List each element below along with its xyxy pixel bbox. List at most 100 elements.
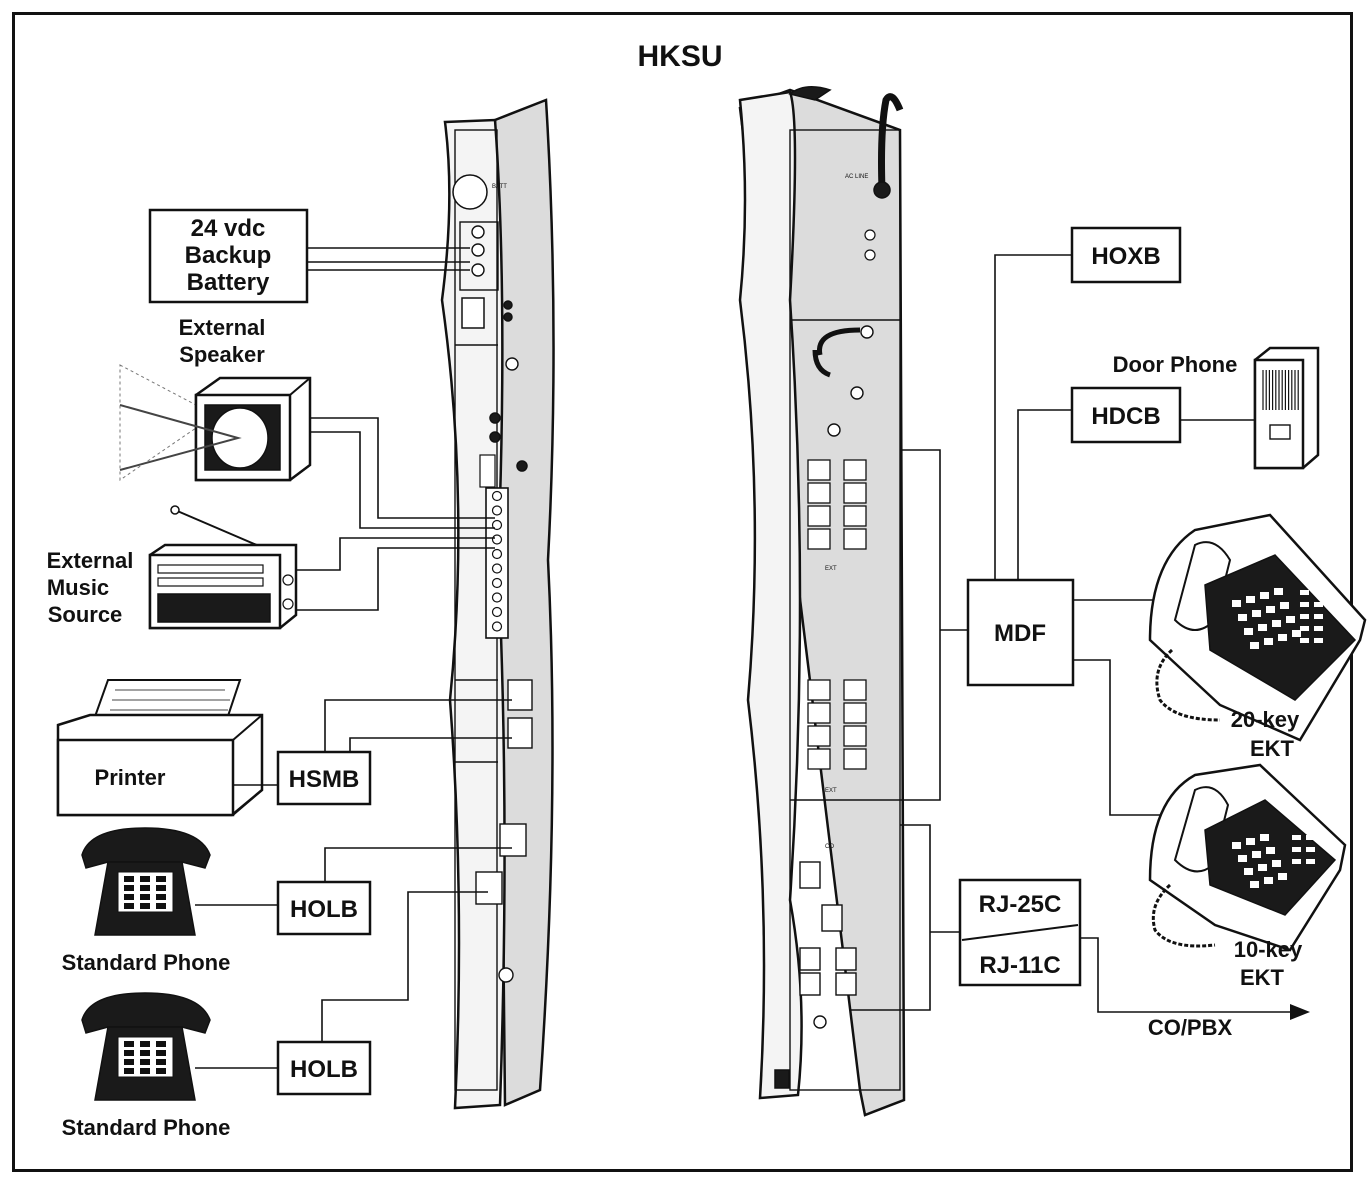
ekt-key [1250,642,1259,649]
ekt-key [1272,620,1281,627]
ekt-key [1300,602,1309,607]
ekt-10-key-icon [1148,763,1347,952]
hksu-rear-unit: AC LINE EXT EXT CO [738,86,906,1117]
svg-text:RJ-11C: RJ-11C [979,952,1060,979]
co-pbx-label: CO/PBX [1148,1015,1233,1040]
ekt-key [1306,847,1315,852]
svg-text:EXT: EXT [825,566,837,572]
ext-jack [843,459,867,481]
ekt-key [1292,630,1301,637]
external-speaker-label: External [179,315,266,340]
ext-jack [807,505,831,527]
ekt-key [1286,616,1295,623]
printer-icon [56,679,264,817]
phone-key [124,1050,134,1056]
external-music-label: External [47,548,134,573]
ext-jack [807,725,831,747]
ekt-key [1260,592,1269,599]
ekt-key [1292,847,1301,852]
external-music-label: Source [48,602,123,627]
speaker-icon [119,364,312,482]
phone-key [124,1068,134,1074]
phone-key [140,885,150,891]
diagram-border [12,12,1353,1172]
ekt-key [1266,847,1275,854]
ext-jack [807,482,831,504]
ekt-key [1278,634,1287,641]
modular-jack [507,717,533,749]
ekt-key [1300,626,1309,631]
ekt-key [1314,590,1323,595]
phone-key [156,1050,166,1056]
ext-jack [807,459,831,481]
ekt-key [1244,628,1253,635]
svg-text:MDF: MDF [994,620,1046,647]
terminal-strip [485,487,509,639]
phone-key [156,1059,166,1065]
ekt-key [1300,614,1309,619]
ekt-key [1250,881,1259,888]
phone-key [140,1050,150,1056]
ekt-key [1314,614,1323,619]
phone-key [156,1068,166,1074]
phone-key [140,1041,150,1047]
backup-battery-box: 24 vdc Backup Battery [148,208,309,304]
ekt-key [1300,638,1309,643]
ekt-key [1292,859,1301,864]
ekt-key [1238,614,1247,621]
terminal-screw [491,577,503,589]
ekt-key [1246,596,1255,603]
ekt-key [1232,600,1241,607]
hoxb-box [1070,226,1182,284]
hdcb-box [1070,386,1182,444]
terminal-screw [491,505,503,516]
ekt-key [1306,835,1315,840]
holb-box [276,1040,372,1096]
phone-key [124,885,134,891]
ekt-key [1300,590,1309,595]
phone-key [140,876,150,882]
ekt-10-key-label: EKT [1240,965,1285,990]
terminal-screw [491,606,503,618]
terminal-screw [491,621,503,632]
hksu-front-unit: BATT [440,98,555,1110]
rj-jack-box: RJ-25C RJ-11C [958,878,1082,987]
ekt-key [1258,864,1267,871]
ext-jack [807,702,831,724]
phone-key [124,1059,134,1065]
ekt-key [1264,638,1273,645]
ext-jack [843,725,867,747]
phone-key [140,1068,150,1074]
svg-text:BATT: BATT [492,184,507,190]
ext-jack [843,482,867,504]
ekt-key [1306,859,1315,864]
standard-phone-icon [81,992,211,1101]
ekt-key [1244,868,1253,875]
svg-text:HDCB: HDCB [1091,403,1160,430]
svg-text:Backup: Backup [185,242,272,269]
phone-key [156,1041,166,1047]
standard-phone-icon [81,827,211,936]
ekt-key [1314,626,1323,631]
svg-text:Battery: Battery [187,269,270,296]
modular-jack [507,679,533,711]
ekt-20-key-icon [1148,513,1367,742]
ext-jack [843,748,867,770]
diagram-title: HKSU [637,40,722,73]
svg-text:HSMB: HSMB [289,766,360,793]
ac-line-cord [878,93,904,191]
terminal-screw [491,534,503,545]
ekt-key [1260,834,1269,841]
external-speaker-label: Speaker [179,342,265,367]
svg-text:RJ-25C: RJ-25C [979,891,1062,918]
ekt-key [1252,610,1261,617]
ekt-key [1252,851,1261,858]
holb-box [276,880,372,936]
radio-icon [148,505,298,630]
power-switch-icon [461,297,485,329]
door-phone-icon [1253,346,1320,470]
ekt-key [1258,624,1267,631]
ext-jack [843,702,867,724]
ekt-key [1238,855,1247,862]
